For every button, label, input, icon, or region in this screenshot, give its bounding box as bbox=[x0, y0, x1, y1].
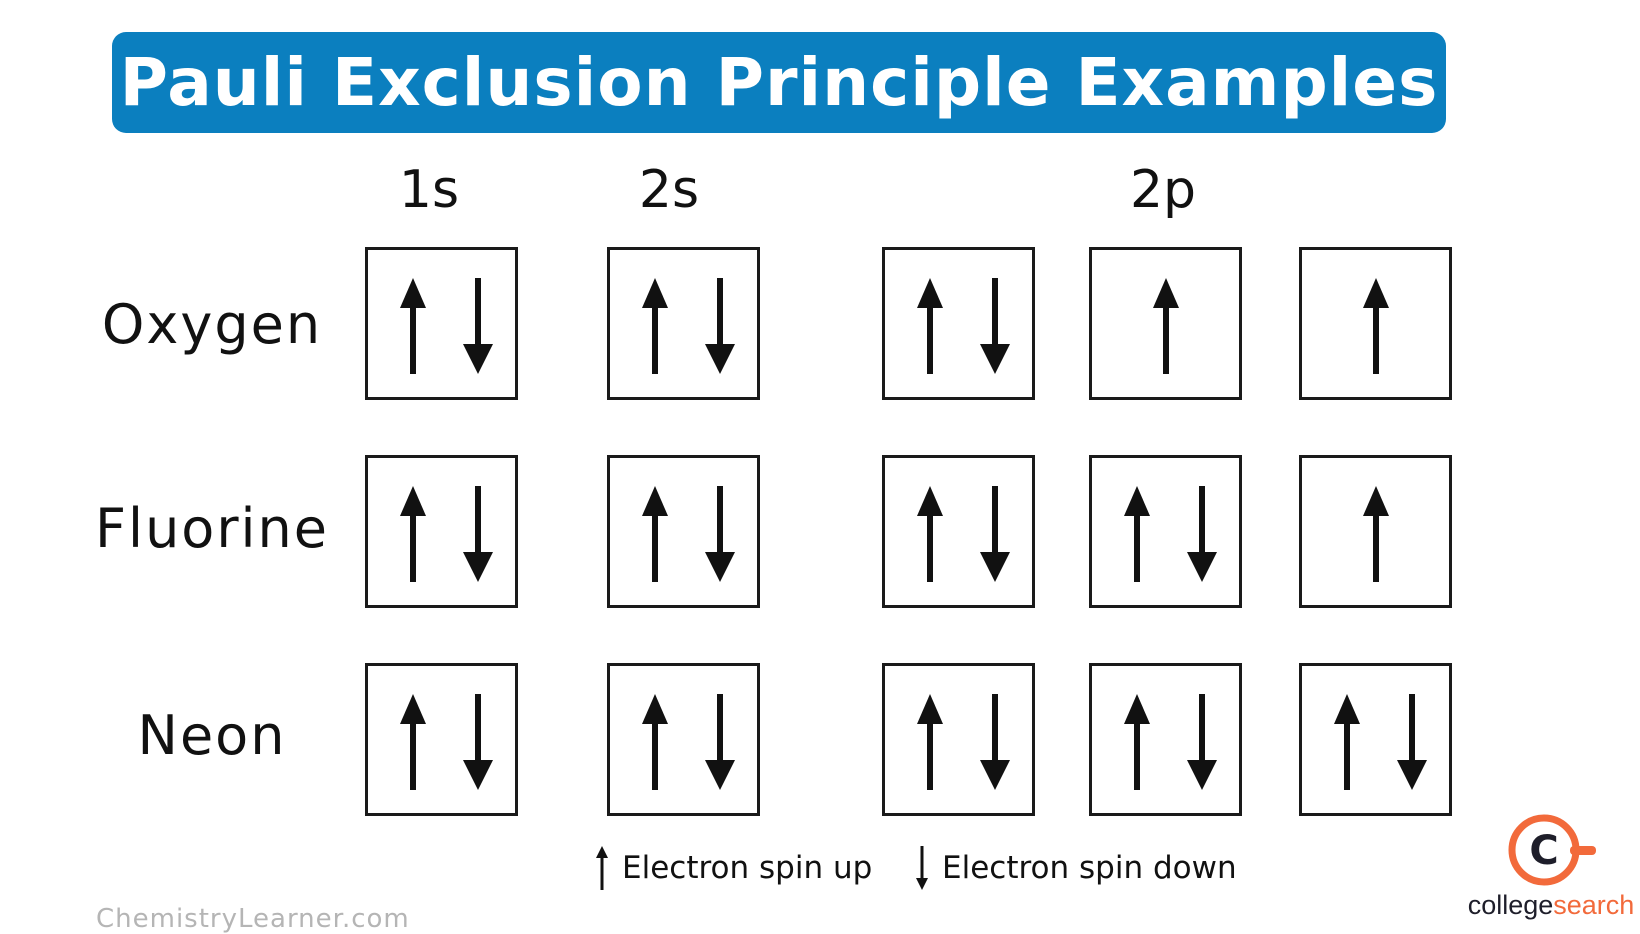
spin-down-arrow bbox=[705, 694, 735, 790]
logo-wordmark: collegesearch bbox=[1462, 890, 1640, 921]
collegesearch-logo: C collegesearch bbox=[1462, 812, 1640, 924]
spin-down-arrow bbox=[1397, 694, 1427, 790]
orbital-box-neon-3 bbox=[882, 663, 1035, 816]
orbital-box-fluorine-2 bbox=[607, 455, 760, 608]
orbital-arrows bbox=[917, 486, 1010, 582]
column-label-2p: 2p bbox=[1129, 160, 1197, 220]
spin-down-arrow bbox=[1187, 694, 1217, 790]
spin-up-arrow bbox=[642, 486, 668, 582]
row-label-oxygen: Oxygen bbox=[101, 292, 323, 356]
spin-up-arrow bbox=[1334, 694, 1360, 790]
column-label-1s: 1s bbox=[398, 160, 460, 220]
orbital-arrows bbox=[1363, 278, 1389, 374]
logo-wordmark-search: search bbox=[1553, 890, 1635, 920]
logo-glyph: C bbox=[1529, 828, 1558, 874]
spin-up-arrow bbox=[400, 694, 426, 790]
column-label-2s: 2s bbox=[638, 160, 700, 220]
orbital-arrows bbox=[400, 694, 493, 790]
row-label-fluorine: Fluorine bbox=[95, 496, 329, 560]
orbital-arrows bbox=[642, 486, 735, 582]
orbital-box-oxygen-2 bbox=[607, 247, 760, 400]
spin-up-arrow bbox=[642, 278, 668, 374]
orbital-arrows bbox=[1124, 486, 1217, 582]
orbital-box-fluorine-3 bbox=[882, 455, 1035, 608]
logo-mark-icon: C bbox=[1508, 814, 1596, 886]
orbital-arrows bbox=[1334, 694, 1427, 790]
spin-up-arrow bbox=[1363, 278, 1389, 374]
spin-down-arrow bbox=[705, 278, 735, 374]
orbital-arrows bbox=[1124, 694, 1217, 790]
orbital-box-neon-1 bbox=[365, 663, 518, 816]
spin-down-arrow bbox=[980, 486, 1010, 582]
spin-up-arrow bbox=[1124, 694, 1150, 790]
down-arrow-icon bbox=[916, 846, 928, 890]
row-label-neon: Neon bbox=[137, 703, 287, 767]
spin-down-arrow bbox=[463, 694, 493, 790]
legend-spin-up-label: Electron spin up bbox=[622, 850, 873, 886]
legend-spin-up: Electron spin up bbox=[592, 840, 872, 896]
spin-up-arrow bbox=[400, 486, 426, 582]
orbital-box-oxygen-3 bbox=[882, 247, 1035, 400]
orbital-box-oxygen-5 bbox=[1299, 247, 1452, 400]
spin-down-arrow bbox=[1187, 486, 1217, 582]
orbital-box-fluorine-5 bbox=[1299, 455, 1452, 608]
orbital-arrows bbox=[917, 694, 1010, 790]
orbital-arrows bbox=[400, 486, 493, 582]
orbital-arrows bbox=[642, 278, 735, 374]
title-banner: Pauli Exclusion Principle Examples bbox=[112, 32, 1446, 133]
legend-spin-down: Electron spin down bbox=[912, 840, 1237, 896]
orbital-arrows bbox=[1363, 486, 1389, 582]
legend-spin-down-label: Electron spin down bbox=[942, 850, 1237, 886]
spin-up-arrow bbox=[400, 278, 426, 374]
spin-up-arrow bbox=[1363, 486, 1389, 582]
spin-up-arrow bbox=[642, 694, 668, 790]
spin-down-arrow bbox=[463, 278, 493, 374]
spin-up-arrow bbox=[1153, 278, 1179, 374]
spin-up-arrow bbox=[917, 694, 943, 790]
spin-down-arrow bbox=[980, 278, 1010, 374]
watermark: ChemistryLearner.com bbox=[96, 904, 410, 934]
orbital-box-oxygen-1 bbox=[365, 247, 518, 400]
orbital-box-neon-5 bbox=[1299, 663, 1452, 816]
page-title: Pauli Exclusion Principle Examples bbox=[119, 44, 1439, 121]
orbital-box-oxygen-4 bbox=[1089, 247, 1242, 400]
up-arrow-icon bbox=[596, 846, 608, 890]
orbital-arrows bbox=[1153, 278, 1179, 374]
spin-down-arrow bbox=[463, 486, 493, 582]
spin-down-arrow bbox=[980, 694, 1010, 790]
spin-down-arrow bbox=[705, 486, 735, 582]
orbital-box-neon-2 bbox=[607, 663, 760, 816]
orbital-arrows bbox=[642, 694, 735, 790]
spin-up-arrow bbox=[917, 278, 943, 374]
orbital-arrows bbox=[400, 278, 493, 374]
logo-wordmark-college: college bbox=[1467, 890, 1554, 920]
spin-up-arrow bbox=[1124, 486, 1150, 582]
orbital-box-fluorine-4 bbox=[1089, 455, 1242, 608]
orbital-box-neon-4 bbox=[1089, 663, 1242, 816]
orbital-arrows bbox=[917, 278, 1010, 374]
spin-up-arrow bbox=[917, 486, 943, 582]
orbital-box-fluorine-1 bbox=[365, 455, 518, 608]
